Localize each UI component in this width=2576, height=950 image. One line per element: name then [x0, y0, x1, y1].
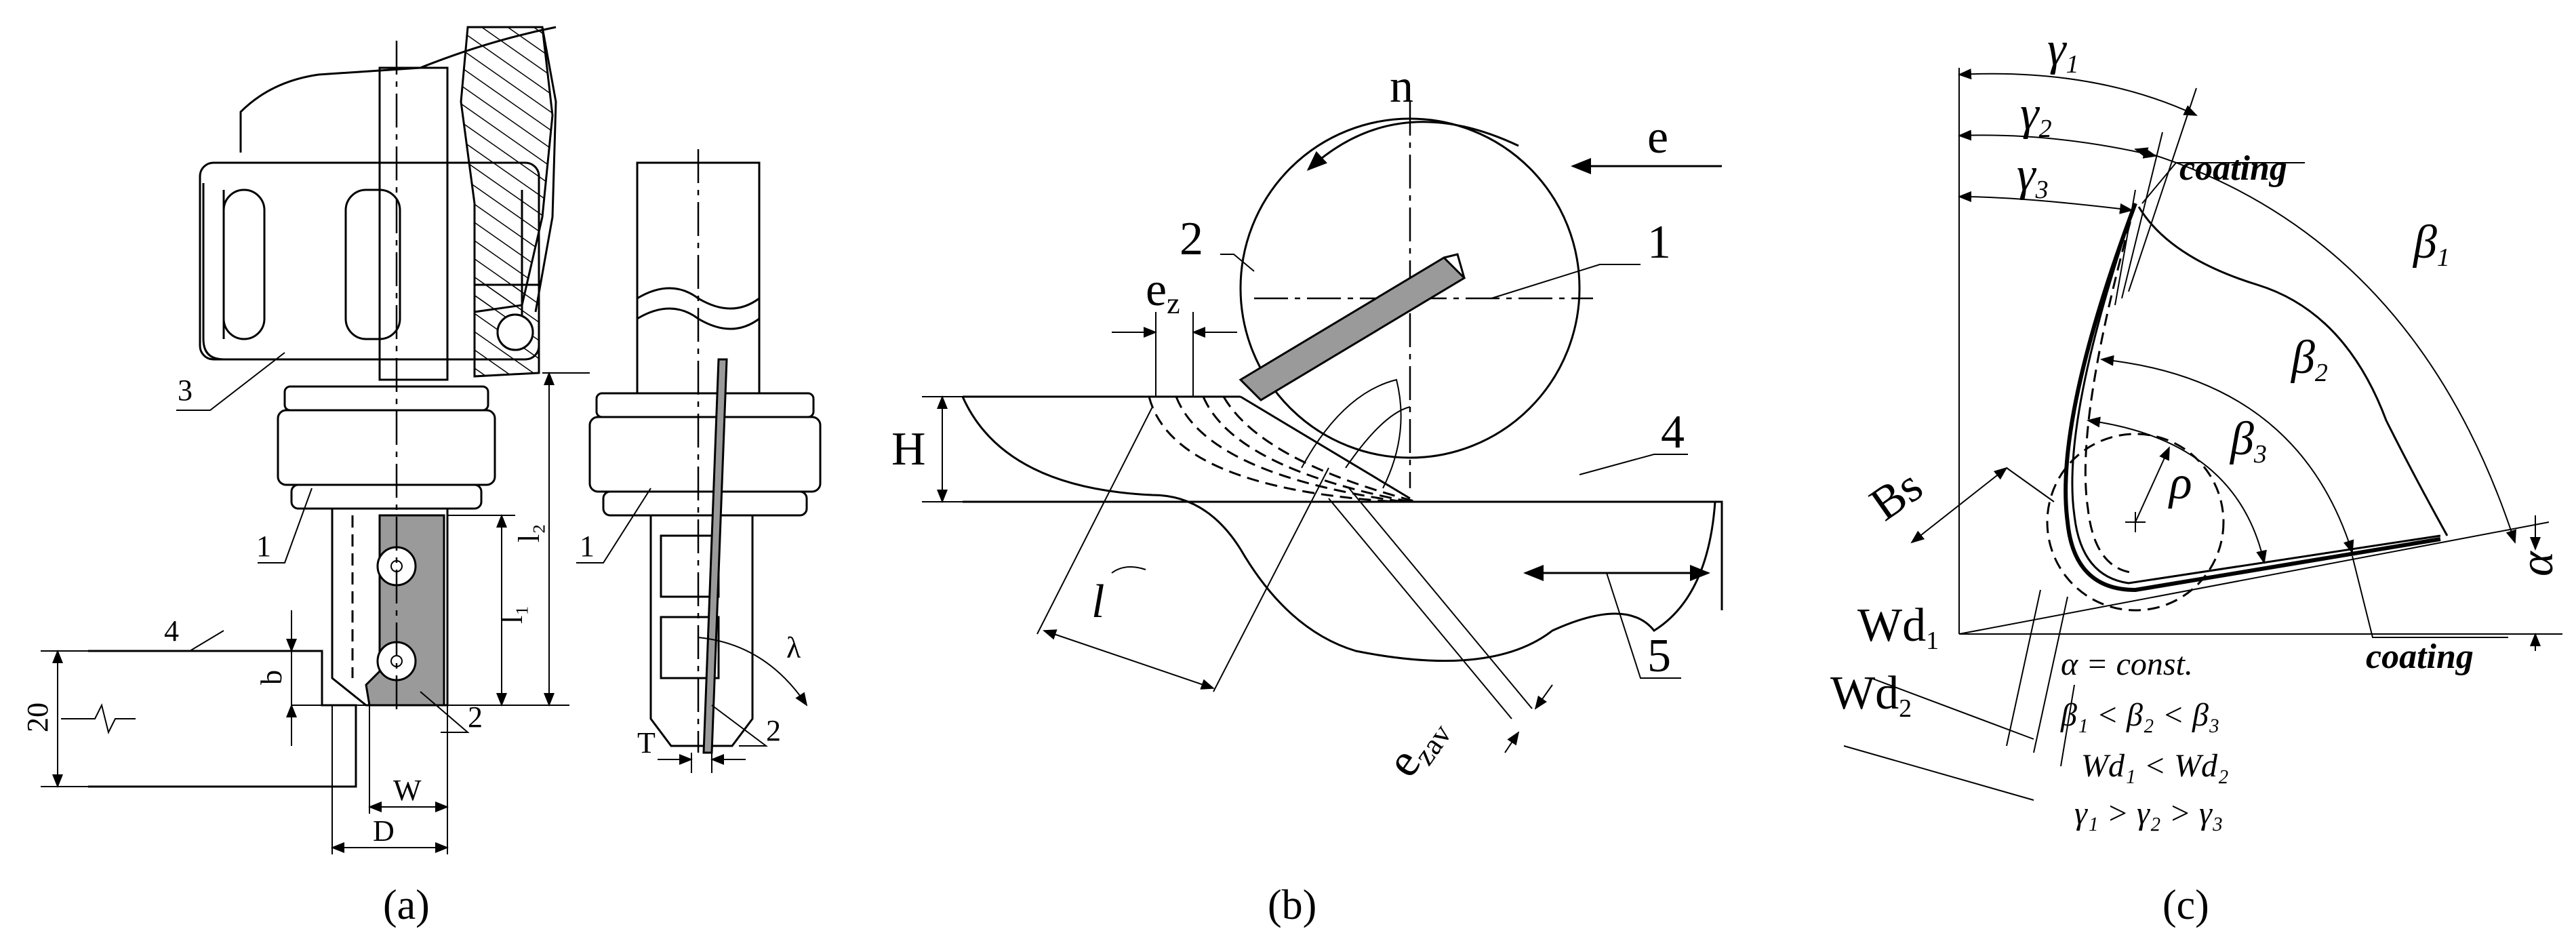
label-2: 2: [1180, 213, 1203, 265]
label-coating-top: coating: [2179, 149, 2287, 188]
label-4: 4: [1661, 406, 1685, 458]
label-e: e: [1647, 111, 1668, 163]
label-2: 2: [468, 700, 483, 734]
label-1: 1: [256, 530, 271, 563]
label-coating-bottom: coating: [2366, 637, 2474, 676]
label-gamma2: γ2: [2020, 87, 2052, 143]
label-beta1: β1: [2412, 216, 2450, 272]
label-l: l: [1091, 576, 1104, 628]
label-beta2: β2: [2290, 332, 2328, 387]
label-l1: l₁: [496, 605, 529, 624]
formula-3: Wd₁ < Wd₂: [2081, 748, 2229, 784]
label-alpha: α: [2511, 551, 2563, 576]
panel-b: n e 1 2 4 5 H ez l ezav (b): [891, 60, 1723, 928]
caption-b: (b): [1268, 882, 1316, 928]
label-5: 5: [1647, 630, 1671, 682]
label-wd2: Wd2: [1830, 667, 1912, 723]
label-beta3: β3: [2229, 413, 2267, 469]
label-ez: ez: [1146, 264, 1180, 320]
label-gamma1: γ1: [2047, 23, 2079, 79]
label-T: T: [637, 726, 656, 759]
label-1: 1: [1647, 216, 1671, 269]
panel-c: γ1 γ2 γ3 coating β1 β2 β3 ρ α Bs Wd1 Wd2…: [1830, 23, 2563, 928]
label-4: 4: [164, 614, 179, 648]
label-20: 20: [21, 702, 54, 732]
label-D: D: [373, 814, 395, 848]
label-ezav: ezav: [1376, 705, 1458, 789]
formula-4: γ₁ > γ₂ > γ₃: [2074, 795, 2223, 831]
label-b: b: [255, 670, 288, 685]
caption-c: (c): [2162, 882, 2209, 928]
label-W: W: [393, 774, 422, 807]
label-3: 3: [178, 374, 193, 407]
label-1-side: 1: [580, 530, 595, 563]
formula-1: α = const.: [2061, 646, 2193, 682]
label-bs: Bs: [1861, 460, 1932, 531]
label-gamma3: γ3: [2017, 149, 2049, 204]
panel-a: 3 1 4 2 20 b W D l₁ l₂ 1 2 T λ (a): [21, 26, 822, 928]
label-n: n: [1390, 60, 1413, 113]
label-2-side: 2: [766, 714, 781, 747]
label-wd1: Wd1: [1857, 599, 1939, 655]
caption-a: (a): [383, 882, 430, 928]
label-rho: ρ: [2168, 457, 2192, 509]
label-H: H: [891, 423, 926, 475]
label-lambda: λ: [786, 631, 801, 665]
label-l2: l₂: [512, 523, 546, 542]
formula-2: β₁ < β₂ < β₃: [2060, 697, 2220, 733]
